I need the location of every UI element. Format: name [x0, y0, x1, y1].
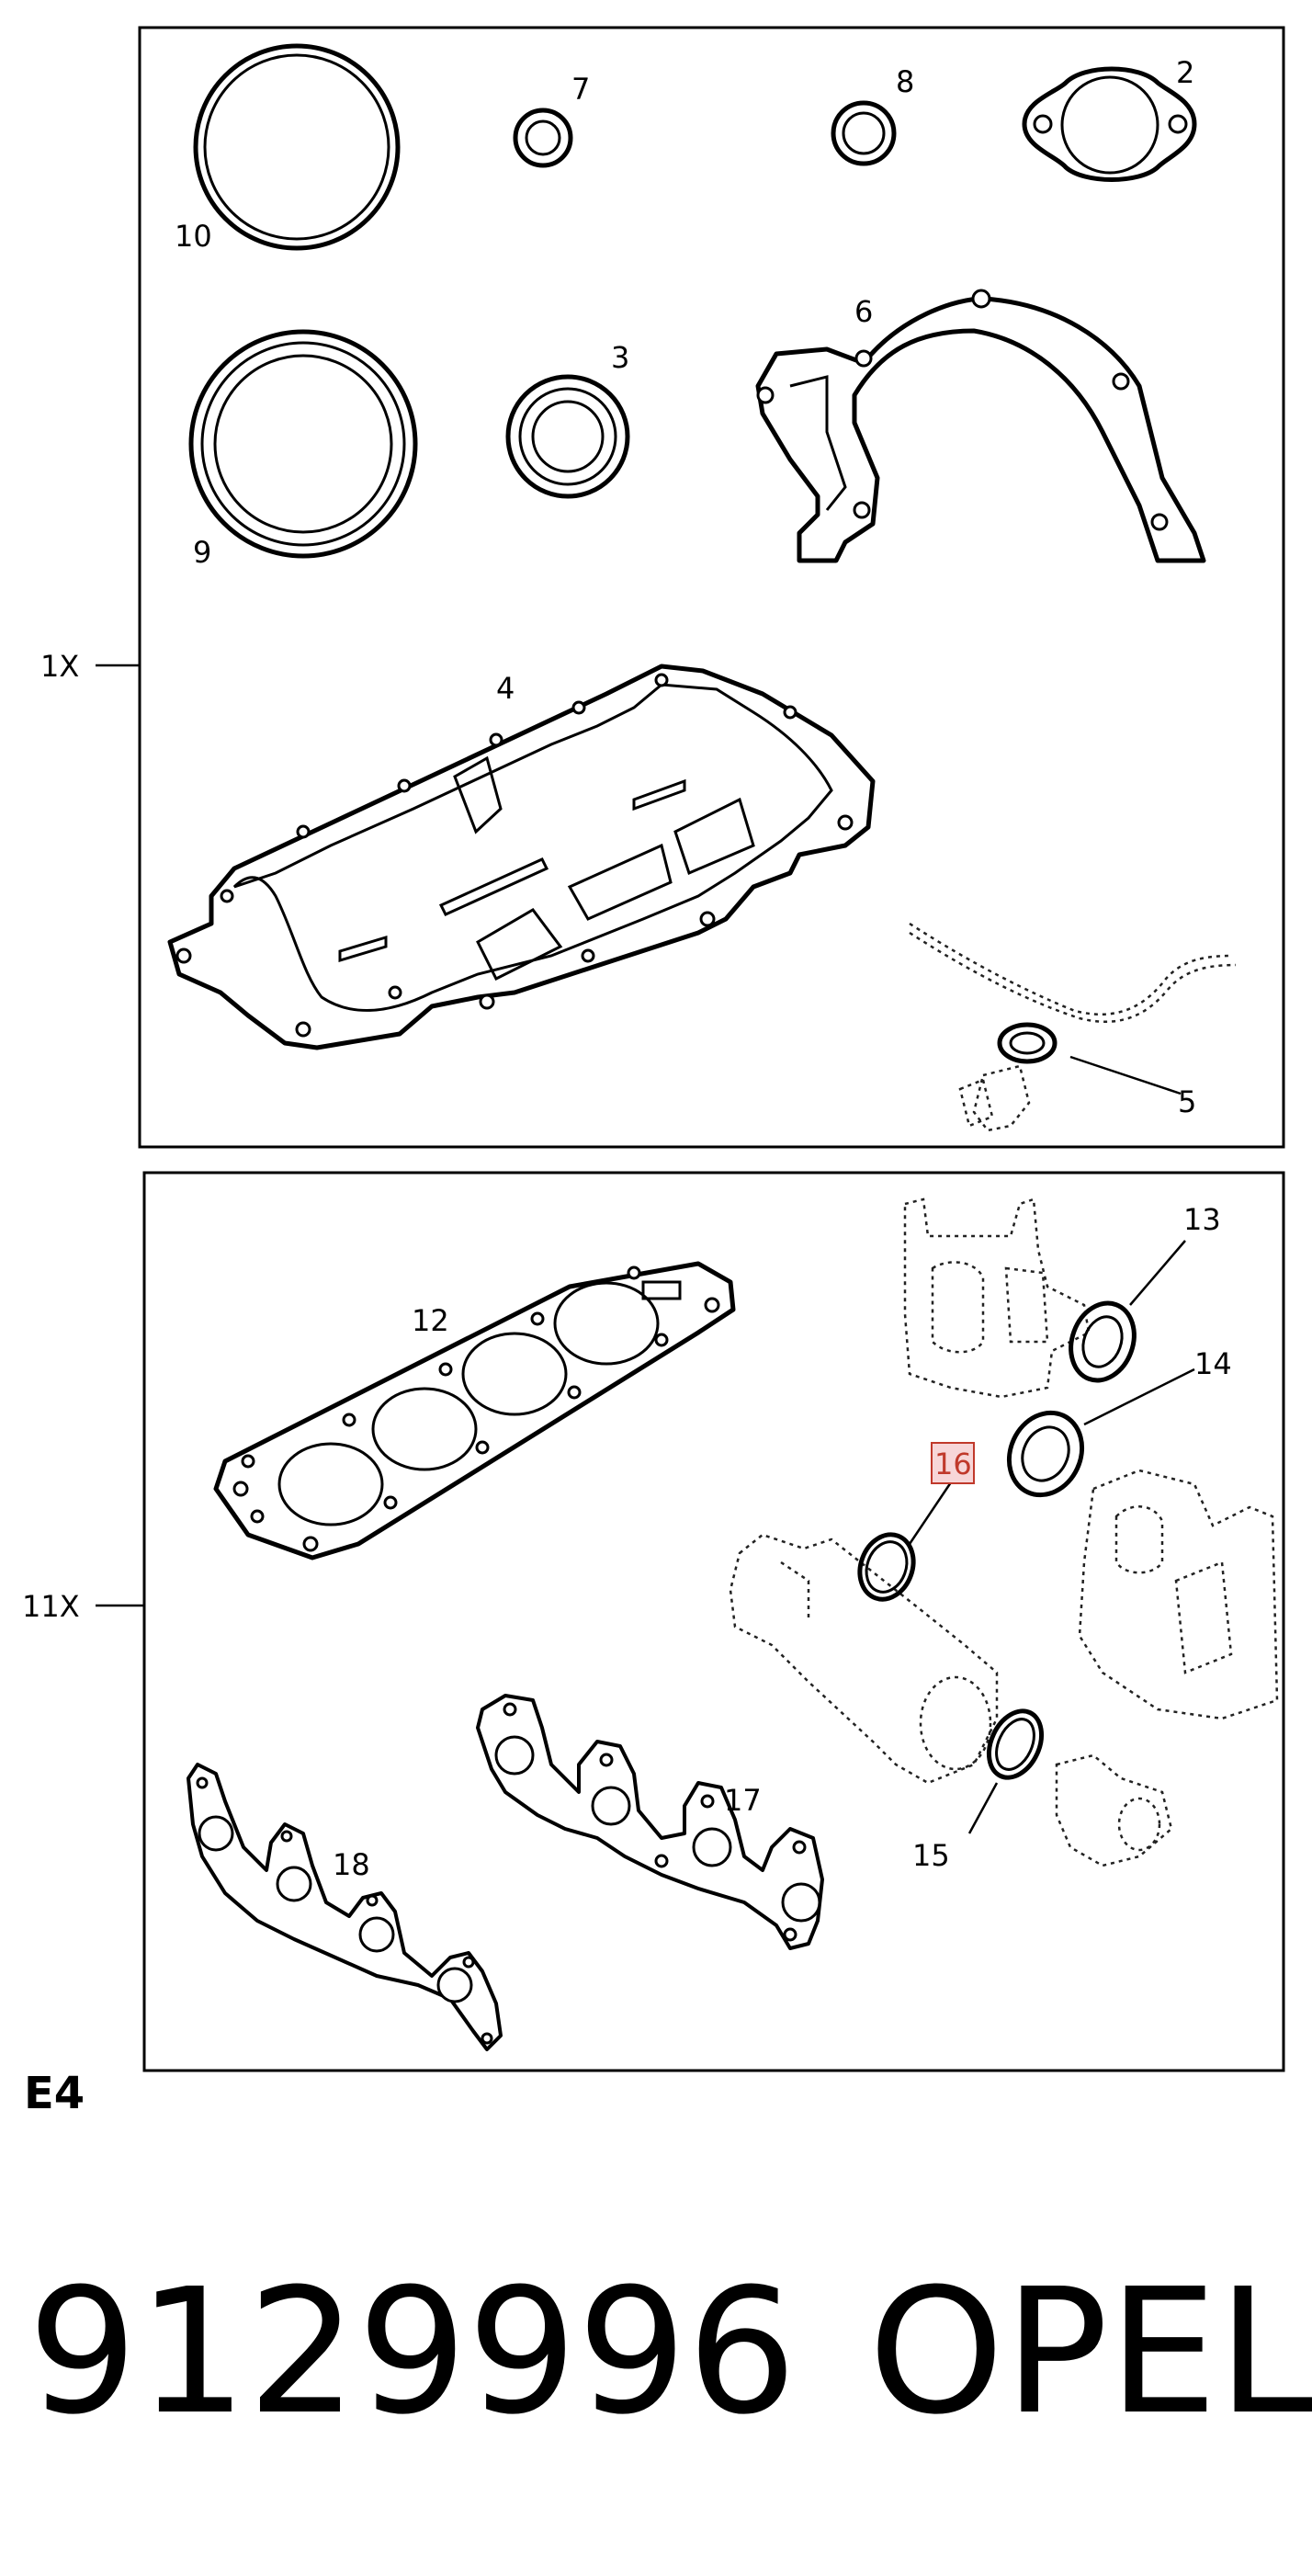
callout-16[interactable]: 16	[934, 1447, 972, 1481]
part-16-o-ring[interactable]	[851, 1527, 922, 1607]
part-18-manifold-gasket[interactable]	[187, 1763, 503, 2051]
leader-5	[1069, 1055, 1182, 1095]
callout-7[interactable]: 7	[571, 72, 590, 107]
part-2-flange-gasket[interactable]	[1022, 66, 1197, 182]
callout-17[interactable]: 17	[724, 1783, 762, 1818]
context-pipe-housing	[729, 1533, 999, 1785]
callout-16-highlight[interactable]	[931, 1442, 975, 1484]
leader-15	[967, 1782, 999, 1834]
part-9-seal-ring[interactable]	[188, 329, 418, 559]
brand-name: OPEL	[868, 2252, 1312, 2453]
leader-13	[1129, 1240, 1186, 1306]
footer: 9129996 OPEL	[28, 2252, 1312, 2453]
callout-3[interactable]: 3	[611, 340, 629, 375]
part-10-o-ring[interactable]	[193, 43, 401, 251]
context-block-top	[903, 1197, 1091, 1399]
callout-9[interactable]: 9	[193, 535, 211, 570]
callout-10[interactable]: 10	[175, 219, 212, 254]
part-13-seal[interactable]	[1060, 1294, 1144, 1389]
callout-2[interactable]: 2	[1176, 55, 1194, 90]
section-frame-2	[142, 1171, 1285, 2072]
part-6-timing-cover-gasket[interactable]	[755, 289, 1206, 563]
part-4-oil-pan-gasket[interactable]	[167, 664, 876, 1050]
leader-16	[908, 1479, 955, 1545]
context-housing-right	[1078, 1469, 1279, 1720]
callout-4[interactable]: 4	[496, 671, 515, 706]
section-code: E4	[24, 2068, 85, 2119]
part-14-seal[interactable]	[996, 1401, 1095, 1506]
callout-5[interactable]: 5	[1178, 1084, 1196, 1119]
leader-14	[1083, 1367, 1195, 1426]
context-thermostat-housing	[1055, 1753, 1173, 1867]
part-17-manifold-gasket[interactable]	[476, 1694, 824, 1950]
part-3-shaft-seal[interactable]	[505, 374, 630, 499]
callout-18[interactable]: 18	[333, 1847, 370, 1882]
callout-12[interactable]: 12	[412, 1303, 449, 1338]
part-7-seal[interactable]	[513, 108, 573, 168]
quantity-label-2: 11X	[22, 1589, 80, 1624]
section-frame-1	[138, 26, 1285, 1149]
part-number: 9129996	[28, 2252, 797, 2453]
callout-14[interactable]: 14	[1194, 1346, 1232, 1381]
callout-8[interactable]: 8	[896, 64, 914, 99]
part-5-drain-plug-seal[interactable]	[909, 922, 1237, 1132]
callout-15[interactable]: 15	[912, 1838, 950, 1873]
callout-13[interactable]: 13	[1183, 1202, 1221, 1237]
part-8-seal[interactable]	[831, 100, 897, 166]
part-15-o-ring[interactable]	[978, 1703, 1051, 1787]
quantity-label-1: 1X	[40, 649, 79, 684]
part-12-head-gasket[interactable]	[213, 1261, 736, 1560]
callout-6[interactable]: 6	[854, 294, 873, 329]
